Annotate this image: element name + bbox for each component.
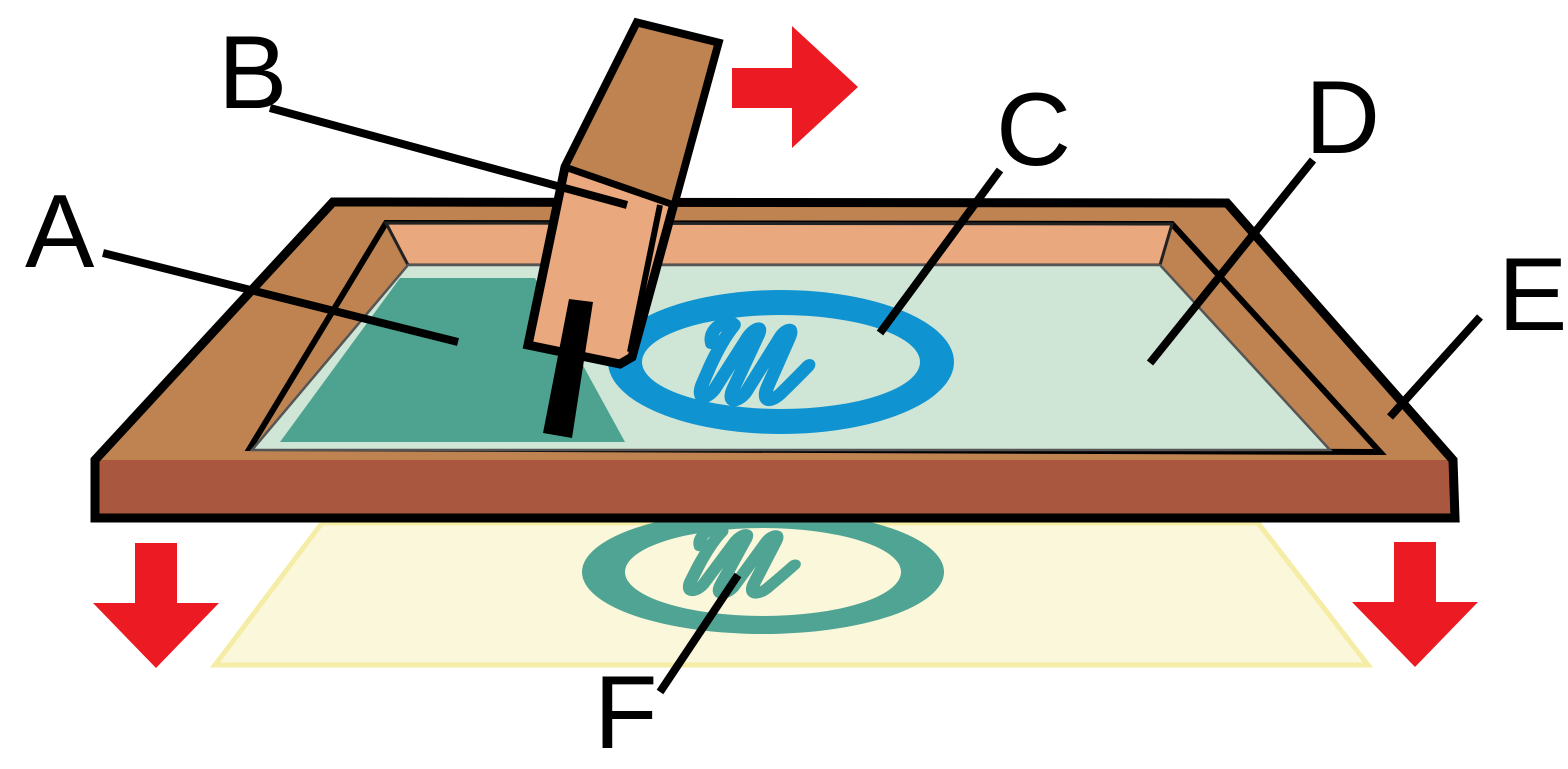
label-c-line — [876, 167, 1004, 336]
squeegee — [522, 17, 724, 438]
squeegee-blade — [543, 299, 593, 438]
screen-frame — [90, 197, 1460, 523]
label-a-line — [102, 249, 459, 346]
label-d-line — [1146, 157, 1317, 366]
label-e-line — [1387, 314, 1483, 420]
label-c: C — [996, 72, 1071, 188]
label-b-line — [268, 104, 629, 209]
label-d: D — [1305, 60, 1380, 176]
label-f: F — [594, 655, 658, 769]
label-e: E — [1498, 237, 1567, 353]
label-f-line — [656, 572, 742, 695]
down-arrow-left-icon — [93, 543, 219, 668]
frame-outline — [90, 197, 1460, 523]
paper-sheet — [209, 510, 1374, 668]
mesh-design-letter — [693, 316, 816, 407]
squeegee-edge-line — [627, 204, 663, 353]
frame-inner-wall — [383, 221, 1175, 267]
squeegee-side-face — [560, 18, 723, 210]
frame-front-face — [95, 460, 1455, 518]
labels: A B C D E F — [25, 15, 1567, 769]
label-b: B — [218, 15, 287, 131]
motion-arrows — [93, 26, 1478, 668]
label-a: A — [25, 174, 95, 290]
printed-design-letter — [682, 524, 801, 599]
down-arrow-right-icon — [1352, 542, 1478, 667]
right-arrow-icon — [732, 26, 858, 148]
pointer-lines — [102, 104, 1483, 695]
